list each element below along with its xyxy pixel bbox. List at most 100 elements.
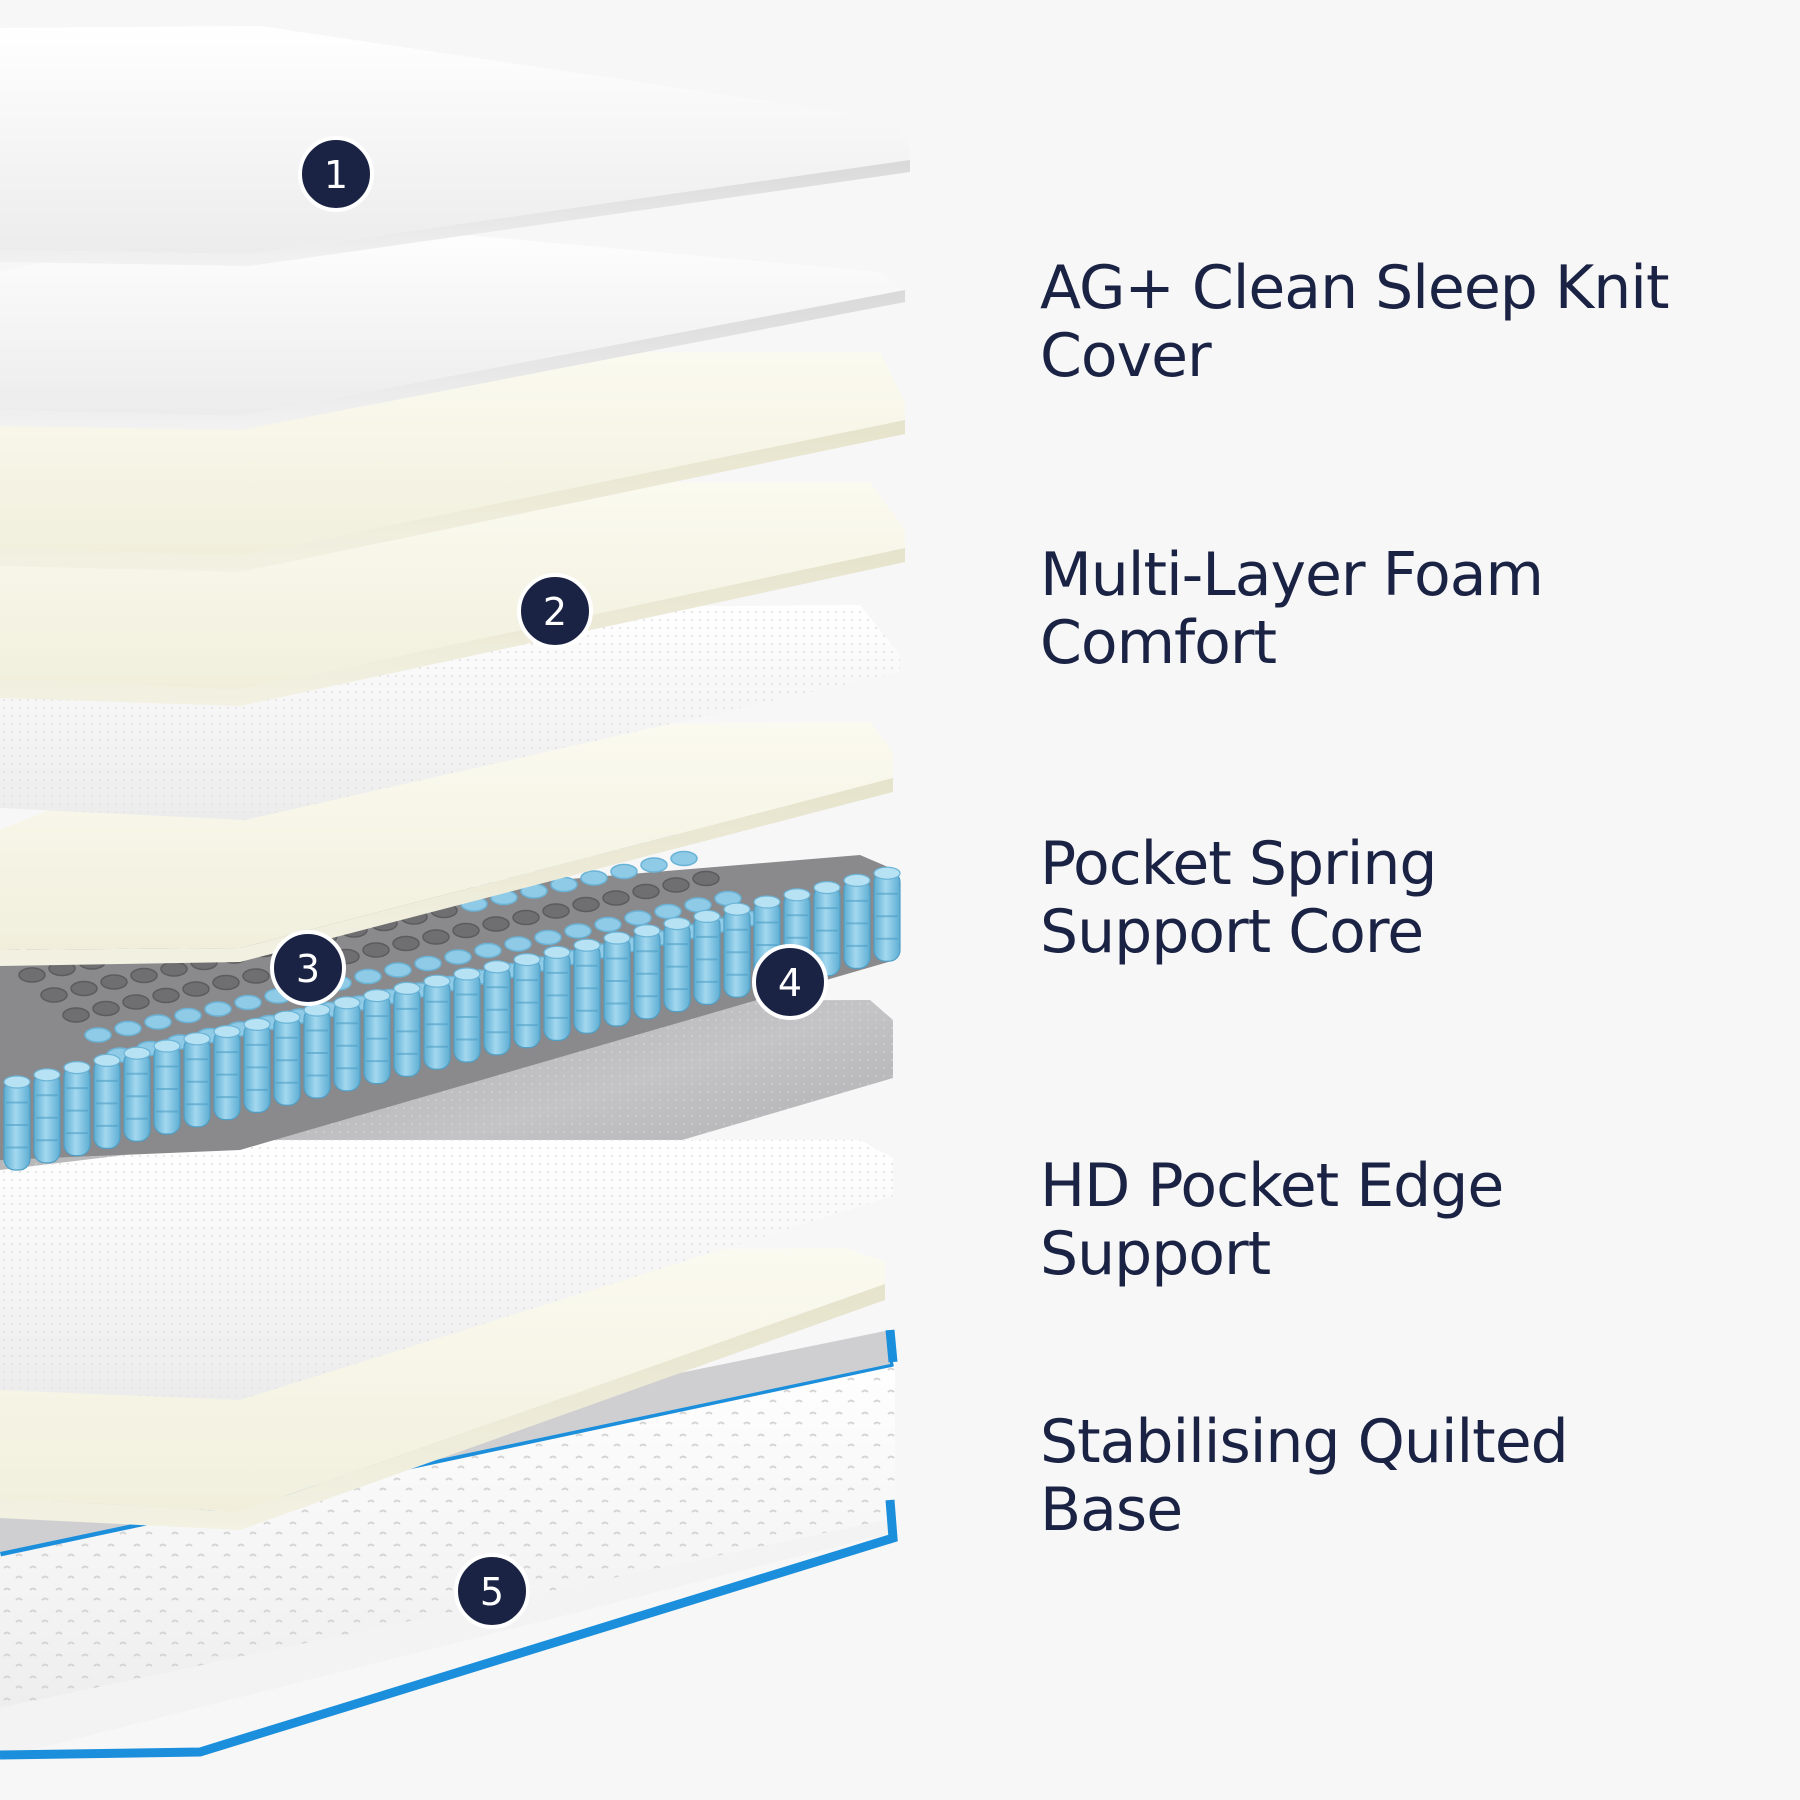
- spring-top: [144, 1014, 172, 1030]
- spring-cap: [513, 952, 541, 967]
- callout-3-number: 3: [296, 947, 320, 991]
- spring-top: [422, 929, 450, 945]
- spring-top: [362, 942, 390, 958]
- feature-1-line2: Cover: [1040, 321, 1212, 391]
- feature-1-line1: AG+ Clean Sleep Knit: [1040, 253, 1670, 323]
- spring-top: [160, 961, 188, 977]
- feature-label-3: Pocket Spring Support Core: [1040, 830, 1740, 966]
- spring-cap: [543, 945, 571, 960]
- spring-top: [504, 936, 532, 952]
- feature-label-4: HD Pocket Edge Support: [1040, 1152, 1740, 1288]
- spring-top: [84, 1027, 112, 1043]
- spring-top: [174, 1007, 202, 1024]
- spring-top: [100, 974, 128, 990]
- spring-cap: [453, 967, 481, 981]
- spring-cap: [213, 1024, 241, 1039]
- callout-4-number: 4: [778, 961, 802, 1005]
- spring-top: [602, 890, 630, 906]
- spring-cap: [243, 1017, 271, 1032]
- spring-top: [654, 903, 682, 920]
- callout-5-number: 5: [480, 1570, 504, 1614]
- spring-top: [18, 967, 46, 983]
- spring-top: [692, 870, 720, 887]
- spring-top: [114, 1020, 142, 1037]
- spring-top: [572, 896, 600, 913]
- spring-cap: [63, 1060, 91, 1075]
- spring-cap: [693, 909, 721, 924]
- spring-top: [624, 910, 652, 926]
- feature-label-1: AG+ Clean Sleep Knit Cover: [1040, 254, 1740, 390]
- spring-top: [70, 980, 98, 997]
- spring-top: [512, 909, 540, 926]
- knit-sub-layer: [0, 216, 905, 430]
- spring-top: [670, 850, 698, 867]
- feature-label-2: Multi-Layer Foam Comfort: [1040, 541, 1740, 677]
- spring-top: [662, 877, 690, 893]
- spring-top: [212, 974, 240, 991]
- callout-1-number: 1: [324, 153, 348, 197]
- spring-top: [444, 949, 472, 965]
- callout-2-number: 2: [543, 590, 567, 634]
- spring-cap: [873, 866, 901, 880]
- knit-cover-layer: [0, 26, 910, 266]
- spring-top: [92, 1000, 120, 1017]
- spring-cap: [33, 1068, 61, 1082]
- bottom-piping: [0, 1499, 898, 1760]
- spring-top: [182, 981, 210, 997]
- feature-3-line1: Pocket Spring: [1040, 829, 1437, 899]
- spring-cap: [153, 1039, 181, 1053]
- spring-top: [482, 916, 510, 932]
- spring-cap: [663, 916, 691, 931]
- spring-cap: [363, 988, 391, 1003]
- spring-top: [122, 994, 150, 1010]
- spring-top: [242, 968, 270, 984]
- spring-top: [62, 1007, 90, 1023]
- spring-cap: [633, 924, 661, 938]
- spring-cap: [393, 981, 421, 996]
- spring-top: [234, 994, 262, 1011]
- spring-cap: [783, 888, 811, 902]
- spring-top: [414, 955, 442, 972]
- spring-cap: [273, 1010, 301, 1024]
- spring-top: [542, 903, 570, 919]
- mesh-layer-lower: [0, 1140, 893, 1400]
- spring-top: [534, 929, 562, 946]
- spring-top: [594, 916, 622, 933]
- spring-cap: [843, 873, 871, 888]
- spring-top: [474, 942, 502, 959]
- feature-2-line1: Multi-Layer Foam: [1040, 540, 1544, 610]
- spring-cap: [93, 1053, 121, 1068]
- spring-top: [564, 923, 592, 939]
- feature-3-line2: Support Core: [1040, 897, 1424, 967]
- spring-top: [384, 962, 412, 978]
- spring-top: [40, 987, 68, 1003]
- spring-top: [640, 857, 668, 873]
- spring-top: [354, 968, 382, 985]
- spring-cap: [603, 931, 631, 945]
- spring-cap: [423, 974, 451, 988]
- spring-top: [204, 1001, 232, 1017]
- spring-cap: [573, 938, 601, 952]
- callout-1: 1: [298, 136, 374, 212]
- spring-cap: [3, 1075, 31, 1089]
- spring-top: [452, 922, 480, 939]
- spring-top: [130, 967, 158, 984]
- spring-top: [580, 870, 608, 886]
- feature-4-line1: HD Pocket Edge Support: [1040, 1151, 1504, 1289]
- spring-cap: [483, 960, 511, 974]
- callout-2: 2: [517, 573, 593, 649]
- feature-2-line2: Comfort: [1040, 608, 1277, 678]
- spring-cap: [183, 1032, 211, 1046]
- spring-top: [610, 863, 638, 880]
- callout-3: 3: [270, 930, 346, 1006]
- feature-5-line2: Base: [1040, 1475, 1183, 1545]
- spring-cap: [333, 996, 361, 1010]
- feature-5-line1: Stabilising Quilted: [1040, 1407, 1569, 1477]
- spring-top: [392, 935, 420, 952]
- callout-4: 4: [752, 944, 828, 1020]
- spring-cap: [723, 902, 751, 916]
- callout-5: 5: [454, 1553, 530, 1629]
- spring-cap: [813, 880, 841, 895]
- spring-top: [632, 883, 660, 900]
